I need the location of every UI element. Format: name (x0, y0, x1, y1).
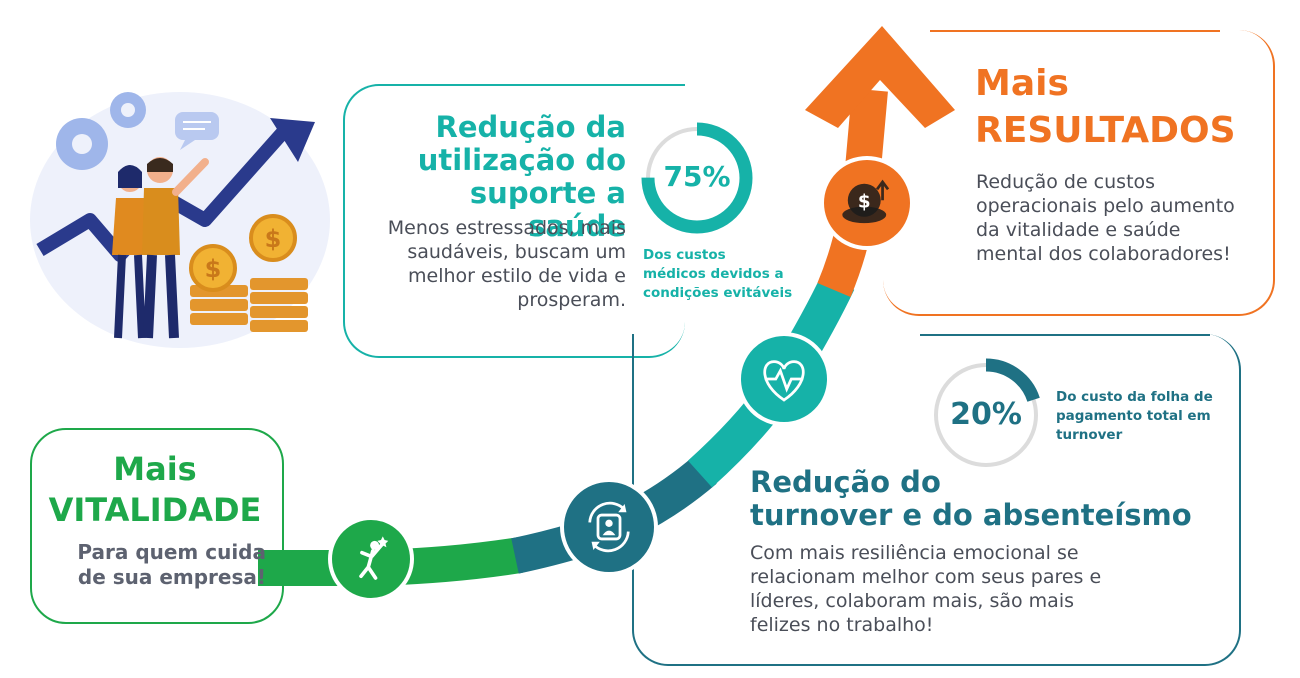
business-growth-illustration: $ $ (30, 92, 330, 348)
suporte-title: Redução da utilização do suporte a saúde (417, 110, 626, 243)
vitalidade-title: VITALIDADE (48, 491, 262, 529)
svg-text:$: $ (858, 192, 871, 213)
svg-text:$: $ (205, 255, 222, 283)
turnover-title: Redução do turnover e do absenteísmo (750, 465, 1192, 532)
coins-growth-icon: $ (820, 156, 914, 250)
resultados-title: RESULTADOS (975, 110, 1236, 151)
resultados-card-top-line (930, 30, 1220, 32)
svg-text:$: $ (265, 225, 282, 253)
stat-20-value: 20% (950, 397, 1022, 432)
jumping-person-icon (328, 516, 414, 602)
suporte-description: Menos estressados, mais saudáveis, busca… (387, 217, 626, 311)
heart-pulse-icon (737, 332, 831, 426)
resultados-card-frame (883, 30, 1275, 316)
turnover-description: Com mais resiliência emocional se relaci… (750, 542, 1102, 636)
vitalidade-card-frame (30, 428, 284, 624)
turnover-card-top-line (920, 334, 1210, 336)
stat-75-caption: Dos custos médicos devidos a condições e… (643, 247, 793, 301)
vitalidade-description: Para quem cuida de sua empresa! (77, 540, 266, 589)
person-refresh-icon (560, 478, 658, 576)
resultados-description: Redução de custos operacionais pelo aume… (976, 171, 1235, 265)
stat-75-donut (641, 122, 753, 234)
stat-75-value: 75% (663, 160, 731, 193)
resultados-mais: Mais (975, 63, 1069, 104)
vitalidade-mais: Mais (113, 450, 197, 488)
suporte-card-frame (343, 84, 685, 358)
stat-20-donut (929, 358, 1043, 472)
stat-20-caption: Do custo da folha de pagamento total em … (1056, 389, 1213, 443)
